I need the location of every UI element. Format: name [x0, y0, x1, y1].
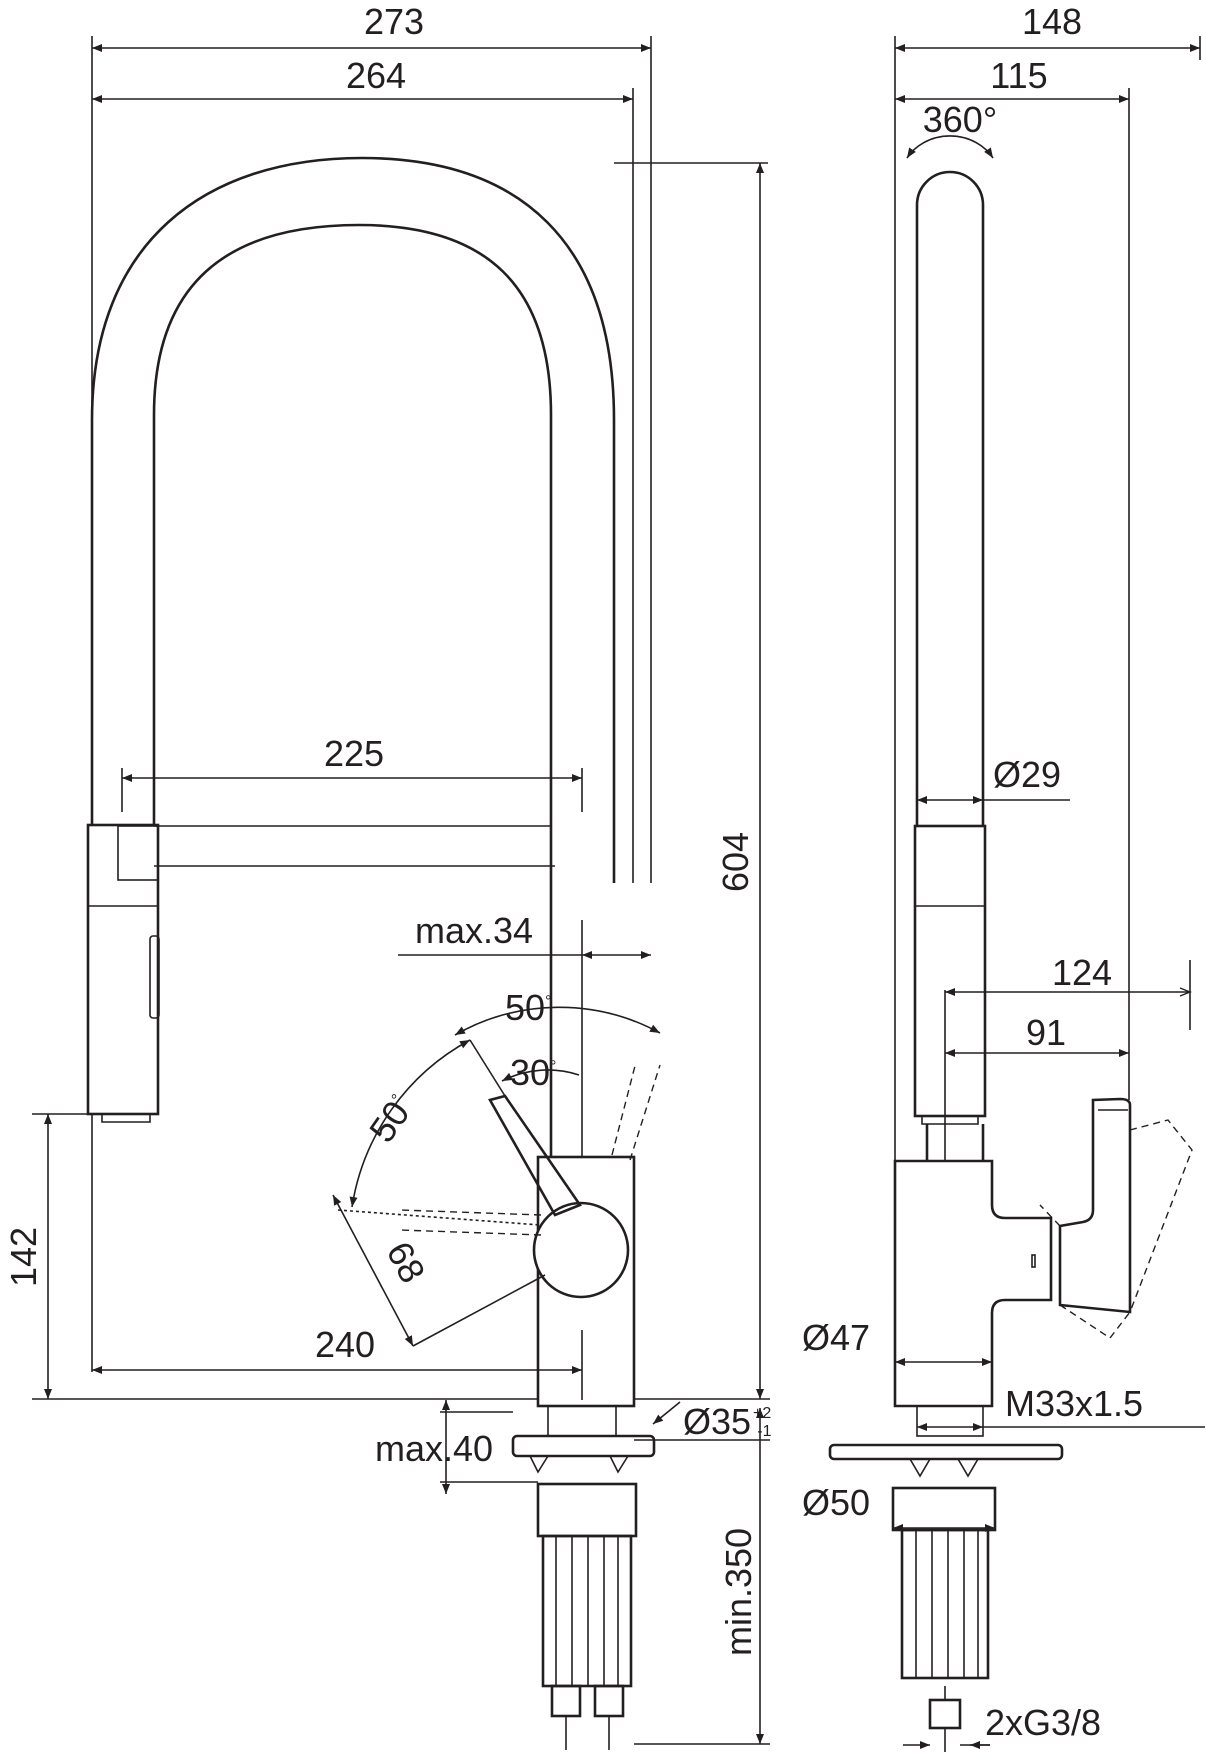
base-diameter-value: Ø35: [683, 1401, 751, 1442]
label-overall-depth: 148: [1022, 1, 1082, 42]
spray-head: [86, 823, 160, 1123]
side-threaded-rod-ribs: [915, 1530, 979, 1678]
label-overall-width: 273: [364, 1, 424, 42]
label-spout-reach: 240: [315, 1324, 375, 1365]
spout-arch: [90, 156, 616, 1157]
label-spout-depth: 115: [990, 55, 1047, 96]
label-angle-back-lower: 50°: [361, 1088, 421, 1150]
label-spout-diameter: Ø29: [993, 754, 1061, 795]
side-dimensions: [893, 36, 1205, 1749]
side-body-and-lever: [893, 1097, 1193, 1408]
label-min-supply-length: min.350: [718, 1528, 759, 1656]
label-thread-size: M33x1.5: [1005, 1383, 1143, 1424]
label-spout-width: 264: [346, 55, 406, 96]
label-swivel-angle: 360°: [923, 99, 997, 140]
valve-body: [399, 1061, 661, 1408]
base-tolerance-minus: -1: [757, 1423, 771, 1440]
side-view: 148 115 360° Ø29 124 91 Ø47 M33x1.5 Ø50 …: [802, 1, 1205, 1752]
label-total-height: 604: [715, 832, 756, 892]
label-lever-max-travel: max.34: [415, 910, 533, 951]
label-body-diameter: Ø47: [802, 1317, 870, 1358]
side-spout: [913, 170, 987, 1161]
side-mounting-set: [828, 1405, 1064, 1752]
label-flange-diameter: Ø50: [802, 1482, 870, 1523]
base-tolerance-plus: +2: [753, 1405, 771, 1422]
label-lever-swing-radius: 68: [379, 1235, 434, 1290]
label-angle-forward: 50°: [505, 987, 551, 1028]
label-lever-offset: 91: [1026, 1012, 1066, 1053]
label-max-deck-thickness: max.40: [375, 1428, 493, 1469]
angle-back-upper-value: 30: [510, 1052, 550, 1093]
front-view: 273 264 225 604 max.34 50° 30° 50° 68 24…: [3, 1, 772, 1750]
label-lever-reach: 124: [1052, 952, 1112, 993]
front-dimensions: [32, 36, 770, 1745]
label-base-diameter: Ø35+2-1: [683, 1401, 772, 1442]
label-hose-span: 225: [324, 733, 384, 774]
label-connection-thread: 2xG3/8: [985, 1702, 1101, 1743]
label-angle-back-upper: 30°: [510, 1052, 556, 1093]
threaded-rod-ribs: [555, 1536, 619, 1686]
angle-back-lower-value: 50: [361, 1093, 418, 1149]
degree-mark: °: [550, 1058, 556, 1075]
label-outlet-height: 142: [3, 1227, 44, 1287]
angle-forward-value: 50: [505, 987, 545, 1028]
mounting-set: [511, 1405, 656, 1750]
degree-mark: °: [545, 993, 551, 1010]
